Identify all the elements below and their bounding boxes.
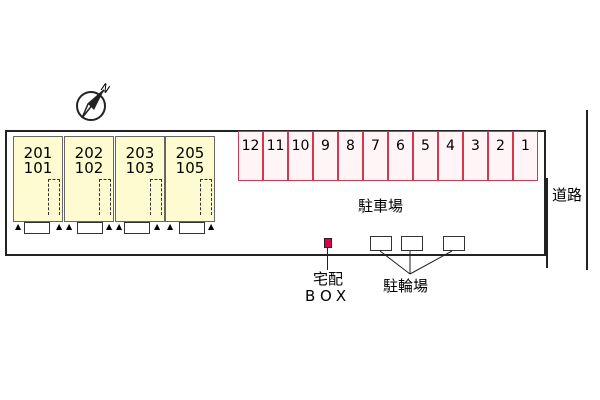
unit-block: 203 103 bbox=[115, 136, 165, 222]
entrance-step bbox=[77, 222, 103, 234]
parking-space: 3 bbox=[463, 131, 488, 181]
delivery-box-label: 宅配 bbox=[313, 270, 344, 288]
stair-outline bbox=[200, 179, 212, 215]
compass-icon bbox=[76, 89, 106, 121]
parking-space: 4 bbox=[438, 131, 463, 181]
stair-outline bbox=[99, 179, 111, 215]
parking-space: 11 bbox=[263, 131, 288, 181]
stair-outline bbox=[48, 179, 60, 215]
entrance-marker-icon: ▲ bbox=[106, 222, 113, 231]
entrance-marker-icon: ▲ bbox=[208, 222, 215, 231]
parking-space: 12 bbox=[238, 131, 263, 181]
road-boundary-line bbox=[586, 110, 588, 270]
entrance-marker-icon: ▲ bbox=[15, 222, 22, 231]
parking-space: 6 bbox=[388, 131, 413, 181]
stair-outline bbox=[150, 179, 162, 215]
unit-lower-number: 105 bbox=[175, 159, 205, 177]
road-edge-line bbox=[546, 178, 548, 268]
parking-label: 駐車場 bbox=[358, 197, 404, 215]
entrance-marker-icon: ▲ bbox=[167, 222, 174, 231]
parking-space: 7 bbox=[363, 131, 388, 181]
bicycle-parking-label: 駐輪場 bbox=[383, 277, 429, 295]
entrance-marker-icon: ▲ bbox=[154, 222, 161, 231]
road-label: 道路 bbox=[552, 186, 583, 204]
entrance-marker-icon: ▲ bbox=[66, 222, 73, 231]
unit-upper-number: 202 bbox=[74, 144, 104, 162]
unit-lower-number: 103 bbox=[125, 159, 155, 177]
entrance-marker-icon: ▲ bbox=[56, 222, 63, 231]
parking-space: 2 bbox=[488, 131, 513, 181]
entrance-step bbox=[24, 222, 50, 234]
parking-space: 1 bbox=[513, 131, 538, 181]
bicycle-rack bbox=[443, 236, 465, 251]
entrance-step bbox=[179, 222, 205, 234]
unit-block: 201 101 bbox=[13, 136, 63, 222]
parking-space: 5 bbox=[413, 131, 438, 181]
unit-block: 202 102 bbox=[64, 136, 114, 222]
entrance-step bbox=[124, 222, 150, 234]
unit-lower-number: 102 bbox=[74, 159, 104, 177]
delivery-box-label: BOX bbox=[305, 287, 352, 305]
delivery-box-leader-line bbox=[327, 248, 328, 270]
delivery-box-marker bbox=[324, 238, 332, 248]
unit-upper-number: 205 bbox=[175, 144, 205, 162]
entrance-marker-icon: ▲ bbox=[116, 222, 123, 231]
unit-upper-number: 201 bbox=[23, 144, 53, 162]
unit-lower-number: 101 bbox=[23, 159, 53, 177]
parking-space: 8 bbox=[338, 131, 363, 181]
unit-upper-number: 203 bbox=[125, 144, 155, 162]
unit-block: 205 105 bbox=[165, 136, 215, 222]
bicycle-rack bbox=[401, 236, 423, 251]
parking-space: 10 bbox=[288, 131, 313, 181]
parking-space: 9 bbox=[313, 131, 338, 181]
bicycle-rack bbox=[370, 236, 392, 251]
compass: N bbox=[74, 81, 114, 124]
